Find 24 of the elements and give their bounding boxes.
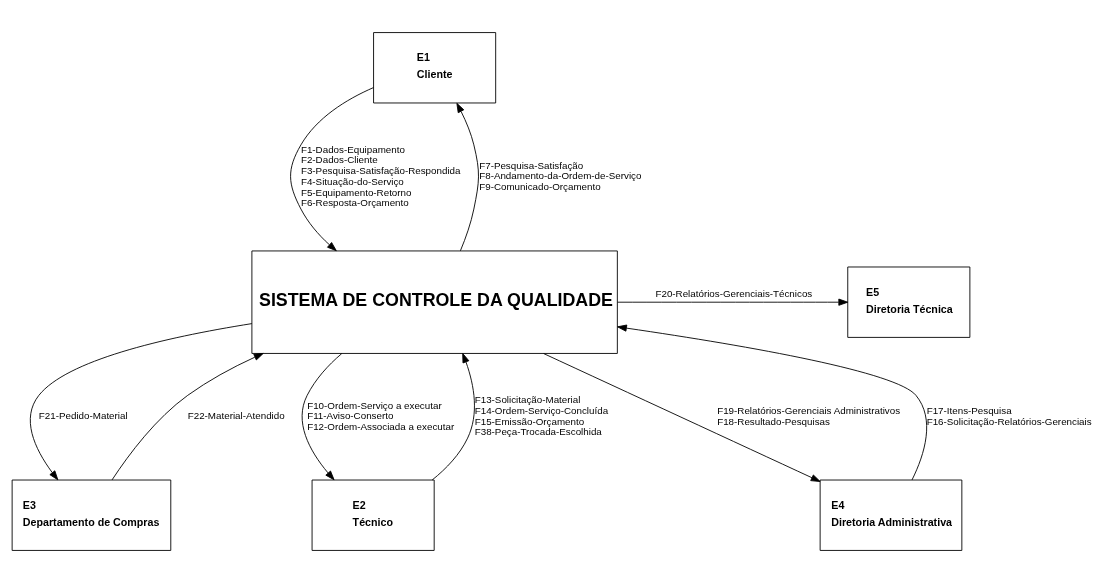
node-box: E3 Departamento de Compras [11, 479, 172, 551]
edge-label: F21-Pedido-Material [38, 409, 128, 421]
node-box: SISTEMA DE CONTROLE DA QUALIDADE [251, 250, 618, 354]
arrow [290, 86, 374, 251]
edge-label: F20-Relatórios-Gerenciais-Técnicos [655, 287, 813, 299]
node-box: E4 Diretoria Administrativa [819, 479, 963, 551]
arrow [456, 102, 479, 251]
node-box: E5 Diretoria Técnica [847, 266, 971, 338]
edge-label: F10-Ordem-Serviço a executar F11-Aviso-Conserto F12-Ordem-Associada a executar [307, 399, 455, 432]
edge-label: F13-Solicitação-Material F14-Ordem-Serviço-Concluída F15-Emissão-Orçamento F38-Peça-Trocada-Escolhida [474, 393, 609, 437]
edge-label: F22-Material-Atendido [187, 409, 285, 421]
edge-label: F1-Dados-Equipamento F2-Dados-Cliente F3-Pesquisa-Satisfação-Respondida F4-Situação-do-Serviço F5-Equipamento-Retorno F6-Resposta-Orçamento [300, 143, 461, 208]
arrow [301, 352, 343, 480]
arrow [431, 352, 475, 480]
edge-label: F7-Pesquisa-Satisfação F8-Andamento-da-Ordem-de-Serviço F9-Comunicado-Orçamento [479, 159, 642, 192]
arrow [111, 352, 264, 480]
arrow [617, 298, 849, 306]
arrow [29, 322, 253, 480]
arrow [543, 352, 821, 482]
node-box: E2 Técnico [311, 479, 435, 551]
edge-label: F19-Relatórios-Gerenciais Administrativos F18-Resultado-Pesquisas [717, 404, 901, 427]
node-box: E1 Cliente [373, 31, 497, 103]
arrow [617, 324, 928, 480]
edge-label: F17-Itens-Pesquisa F16-Solicitação-Relatórios-Gerenciais [926, 404, 1092, 427]
